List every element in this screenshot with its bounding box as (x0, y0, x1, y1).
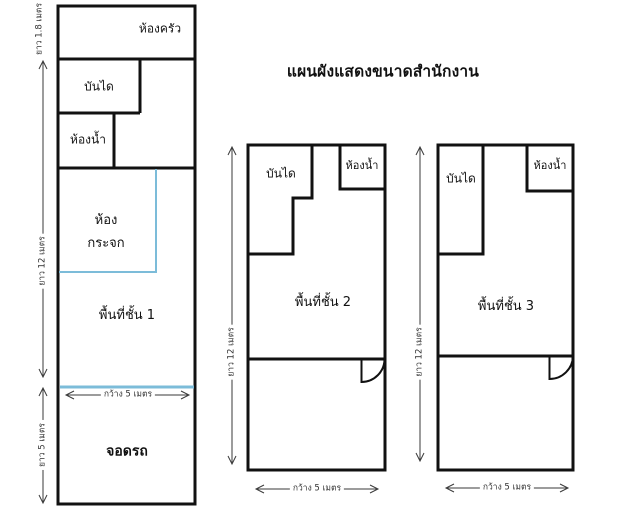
floor3-width-dim: กว้าง 5 เมตร (479, 482, 535, 493)
floor3-stairs-label: บันได (446, 171, 476, 186)
arrow-head-right (180, 390, 191, 400)
glass-room-line (59, 169, 157, 273)
floor2-length-dim: ยาว 12 เมตร (226, 324, 237, 380)
arrow-head-up (38, 59, 48, 70)
floor1-outline (56, 4, 197, 506)
floor3-outline (436, 143, 575, 472)
floor2-stairs-walls (248, 145, 314, 256)
arrow-head-right (369, 484, 380, 494)
floor3-length-dim: ยาว 12 เมตร (414, 324, 425, 380)
floor1-kitchen-length-dim: ยาว 1.8 เมตร (34, 0, 45, 59)
floor1-walls (56, 4, 197, 506)
arrow-head-up (227, 145, 237, 156)
arrow-head-down (38, 368, 48, 379)
glass-room-label-line2: กระจก (87, 236, 125, 251)
floor1-main-length-dim: ยาว 12 เมตร (37, 233, 48, 289)
glass-room-label-line1: ห้อง (94, 213, 118, 228)
floor2-walls (246, 143, 387, 472)
arrow-head-down (227, 455, 237, 466)
arrow-head-down (38, 494, 48, 505)
floor1-parking-length-dim: ยาว 5 เมตร (37, 420, 48, 470)
floor3-bathroom-label: ห้องน้ำ (533, 158, 567, 172)
floor2-outline (246, 143, 387, 472)
floor2-stairs-label: บันได (266, 166, 296, 181)
arrow-head-left (444, 483, 455, 493)
arrow-head-up (38, 386, 48, 397)
dimension-arrows (38, 59, 570, 505)
floor1-width-dim: กว้าง 5 เมตร (100, 389, 156, 400)
arrow-head-left (64, 390, 75, 400)
floor1-stairs-label: บันได (84, 79, 114, 94)
arrow-head-left (254, 484, 265, 494)
floor2-door-arc (360, 358, 386, 384)
floor1-glass-room-label: ห้อง กระจก (87, 209, 124, 255)
floor1-parking-label: จอดรถ (106, 443, 148, 460)
floor2-width-dim: กว้าง 5 เมตร (289, 483, 345, 494)
arrow-head-right (559, 483, 570, 493)
floor3-door-arc (548, 355, 574, 381)
floor3-bathroom-walls (525, 145, 573, 193)
arrow-head-down (415, 452, 425, 463)
floor2-area-label: พื้นที่ชั้น 2 (294, 294, 352, 310)
floor1-area-label: พื้นที่ชั้น 1 (98, 307, 156, 323)
floor1-glass-room-outline (59, 169, 194, 389)
floor1-kitchen-label: ห้องครัว (138, 21, 182, 36)
floor1-bathroom-label: ห้องน้ำ (70, 132, 106, 147)
floor3-walls (436, 143, 575, 472)
page-title: แผนผังแสดงขนาดสำนักงาน (286, 62, 480, 81)
arrow-head-up (415, 145, 425, 156)
floor3-area-label: พื้นที่ชั้น 3 (477, 298, 535, 314)
floor3-stairs-walls (438, 145, 485, 256)
floor2-bathroom-label: ห้องน้ำ (345, 158, 379, 172)
floor2-bathroom-walls (338, 145, 385, 191)
